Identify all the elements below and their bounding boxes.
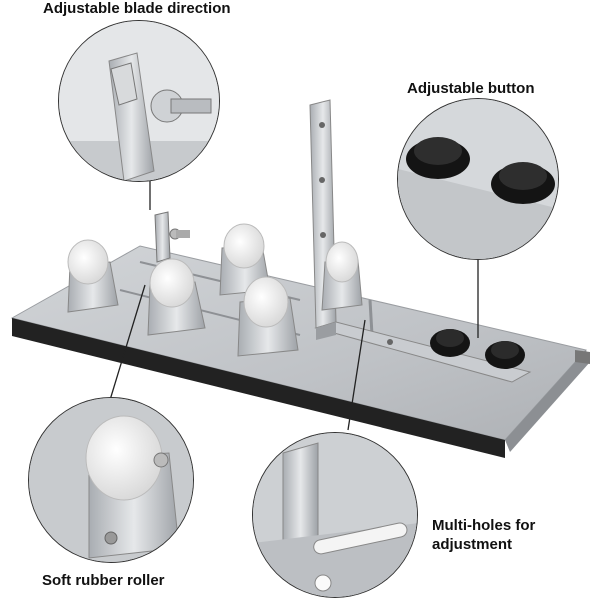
holes-detail-circle xyxy=(252,432,418,598)
plate-bent-edge xyxy=(505,350,590,452)
button-callout-label: Adjustable button xyxy=(407,80,535,97)
holes-callout-label-line2: adjustment xyxy=(432,536,513,553)
knob-icon xyxy=(430,329,525,369)
roller-detail-circle xyxy=(28,397,194,563)
rubber-strip xyxy=(12,318,505,458)
roller-icon xyxy=(67,223,363,357)
button-detail-circle xyxy=(397,98,559,260)
blade-holder xyxy=(154,211,190,263)
blade-callout-label: Adjustable blade direction xyxy=(43,0,231,17)
roller-callout-label: Soft rubber roller xyxy=(42,572,165,589)
holes-callout-label-line1: Multi-holes for xyxy=(432,517,536,534)
blade-detail-circle xyxy=(58,20,220,182)
